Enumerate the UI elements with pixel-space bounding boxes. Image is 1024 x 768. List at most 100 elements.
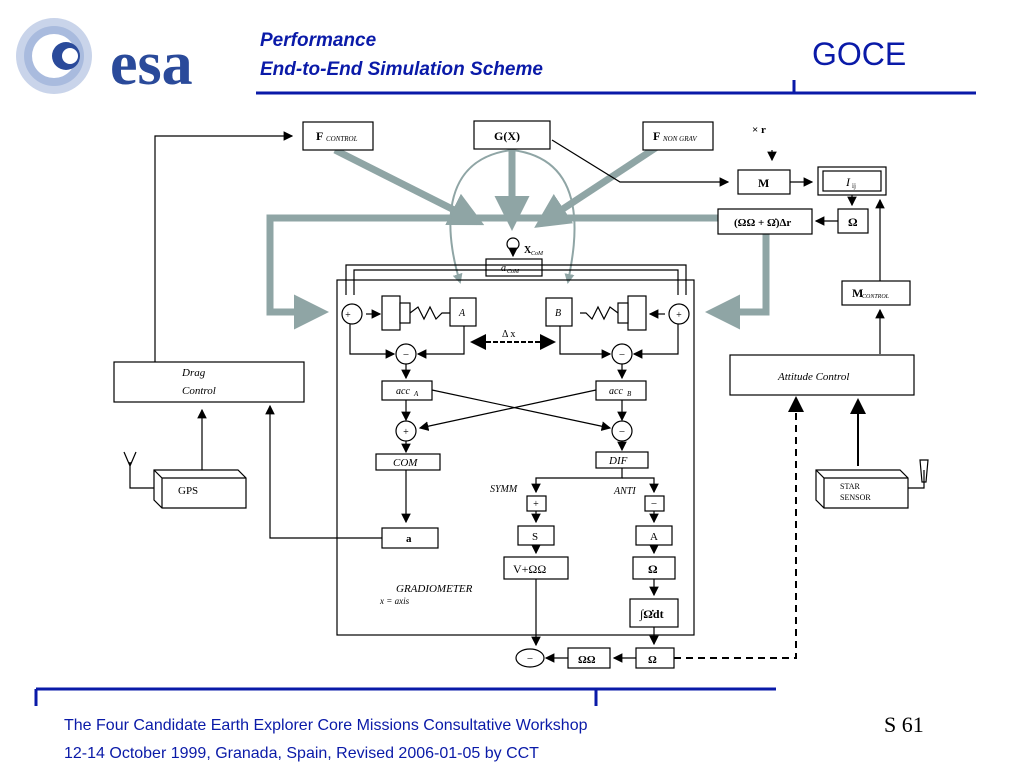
f-nongrav-sub-label: NON GRAV xyxy=(662,135,697,143)
x-axis-label: x = axis xyxy=(379,596,410,606)
mass-b-label: B xyxy=(555,308,561,319)
accel-a-mass xyxy=(449,297,477,327)
force-arrow-fnongrav xyxy=(534,142,662,228)
star-sensor-box-edge xyxy=(815,469,908,508)
a-anti-label: A xyxy=(650,531,658,543)
xcom-node xyxy=(506,237,520,251)
xcom-label: X xyxy=(524,245,532,256)
integral-box xyxy=(629,598,679,628)
omega-label: Ω xyxy=(848,215,858,229)
anti-label: ANTI xyxy=(613,486,636,497)
f-nongrav-label: F xyxy=(653,129,660,143)
gps-antenna-icon xyxy=(123,451,154,489)
acc-a-label: acc xyxy=(396,386,410,397)
accel-b-mass xyxy=(545,297,573,327)
accel-a-spring xyxy=(409,305,450,321)
m-control-label: M xyxy=(852,286,863,300)
a-out-label: a xyxy=(406,533,412,545)
sum-a-sign: + xyxy=(345,310,351,321)
gravity-arc-right xyxy=(511,149,576,284)
omega-bottom-label: Ω xyxy=(648,654,657,666)
line-gx-to-m xyxy=(551,139,730,187)
slide-title: Performance End-to-End Simulation Scheme xyxy=(260,26,543,84)
accel-a-plate xyxy=(381,295,401,331)
symm-label: SYMM xyxy=(490,484,518,495)
m-control-box xyxy=(841,280,911,306)
v-omega-label: V+ΩΩ xyxy=(513,562,546,576)
thick-force-arrows xyxy=(266,142,770,330)
star-sensor-icon xyxy=(908,459,929,489)
accel-b-spring xyxy=(580,305,619,321)
gravity-arc-left xyxy=(449,149,513,284)
anti-minus-sign: − xyxy=(651,498,657,510)
attitude-control-box xyxy=(729,354,915,396)
minus-node-bottom xyxy=(515,648,545,668)
minus-b-sign: − xyxy=(619,349,625,361)
m-label: M xyxy=(758,176,769,190)
plus-com-sign: + xyxy=(403,427,409,438)
a-com-box xyxy=(485,258,543,277)
line-acca-to-dif xyxy=(431,389,612,431)
esa-logo: esa xyxy=(16,18,193,98)
f-control-sub-label: CONTROL xyxy=(326,135,358,143)
omega-term-box xyxy=(717,208,813,235)
a-com-sub-label: CoM xyxy=(507,269,520,275)
accel-a-housing xyxy=(399,302,411,324)
accel-b-housing xyxy=(617,302,629,324)
acc-b-sub-label: B xyxy=(627,390,632,398)
x-r-label: × r xyxy=(752,124,766,136)
omega-term-label: (ΩΩ + Ω̇)Δr xyxy=(734,217,791,229)
mission-name: GOCE xyxy=(812,36,907,72)
iij-label: I xyxy=(845,175,851,189)
drag-control-label-1: Drag xyxy=(181,367,206,379)
minus-bottom-sign: − xyxy=(527,653,533,665)
xcom-sub-label: CoM xyxy=(531,251,544,257)
esa-logo-text: esa xyxy=(110,30,193,98)
footer-line2: 12-14 October 1999, Granada, Spain, Revi… xyxy=(64,745,539,762)
gradiometer-label: GRADIOMETER xyxy=(396,583,473,595)
sum-node-b xyxy=(668,303,690,325)
minus-a-sign: − xyxy=(403,349,409,361)
gps-box-edge xyxy=(153,469,246,508)
m-control-sub-label: CONTROL xyxy=(862,294,890,300)
symm-plus-sign: + xyxy=(533,499,539,510)
omega-box xyxy=(837,208,869,234)
mass-a-label: A xyxy=(458,308,466,319)
delta-x-label: Δ x xyxy=(502,329,515,340)
line-accb-to-com xyxy=(418,389,597,431)
minus-dif-sign: − xyxy=(619,426,625,438)
acom-bus-inner xyxy=(353,269,679,295)
line-b-to-minus xyxy=(632,324,679,359)
iij-box-inner xyxy=(822,170,882,192)
star-sensor-label-1: STAR xyxy=(840,482,860,491)
attitude-control-label: Attitude Control xyxy=(777,371,849,383)
acom-bus-outer xyxy=(345,264,687,295)
drag-control-box xyxy=(113,361,305,403)
slide-number: S 61 xyxy=(884,712,924,737)
star-sensor-box xyxy=(815,469,909,509)
force-arrow-left-loop xyxy=(266,214,512,330)
footer-text: The Four Candidate Earth Explorer Core M… xyxy=(64,712,588,768)
gx-label: G(X) xyxy=(494,129,520,143)
iij-sub-label: ij xyxy=(852,182,856,190)
com-label: COM xyxy=(393,457,418,469)
esa-logo-mark xyxy=(16,18,92,94)
sum-node-a xyxy=(341,303,363,325)
accel-b-plate xyxy=(627,295,647,331)
line-drag-to-fcontrol xyxy=(154,131,294,362)
acc-b-label: acc xyxy=(609,386,623,397)
line-mass-a-to-minus xyxy=(416,326,465,359)
f-nongrav-box xyxy=(642,121,714,151)
slide-title-line1: Performance xyxy=(260,30,377,51)
line-dif-to-symm xyxy=(531,468,623,494)
gps-label: GPS xyxy=(178,485,198,497)
star-sensor-label-2: SENSOR xyxy=(840,493,871,502)
omega-omega-label: ΩΩ xyxy=(578,654,596,666)
s-label: S xyxy=(532,531,538,543)
line-omega-to-attitude-dashed xyxy=(674,396,804,659)
omega-anti-label: Ω xyxy=(648,562,658,576)
line-a-to-minus xyxy=(349,324,396,359)
gx-box xyxy=(473,120,551,150)
